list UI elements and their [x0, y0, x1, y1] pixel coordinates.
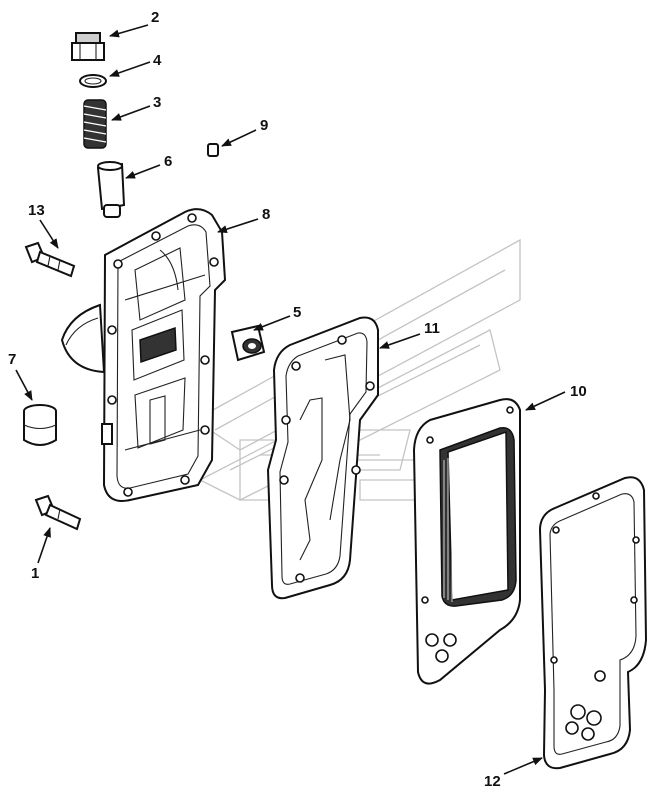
callout-1: 1 [31, 565, 39, 582]
callout-labels: 2 4 3 6 9 8 13 5 11 10 7 1 12 [8, 9, 587, 790]
part-4-seal-ring [79, 74, 107, 88]
callout-4: 4 [153, 52, 162, 69]
callout-2: 2 [151, 9, 159, 26]
part-9-pin [207, 143, 219, 157]
leader-4 [109, 61, 151, 77]
part-8-housing [60, 208, 227, 502]
part-11-gasket [266, 316, 379, 600]
part-2-plug [71, 32, 105, 61]
callout-8: 8 [262, 206, 270, 223]
part-1-bolt [34, 494, 82, 531]
leader-13 [39, 219, 59, 249]
leader-1 [37, 527, 51, 564]
part-13-bolt [24, 241, 76, 278]
leader-9 [221, 129, 257, 147]
part-7-cap [23, 404, 57, 446]
leader-6 [125, 164, 161, 179]
leader-10 [525, 391, 566, 411]
leader-5 [253, 315, 291, 331]
part-6-valve [96, 161, 126, 218]
part-10-cooler-core [412, 398, 521, 685]
callout-13: 13 [28, 202, 45, 219]
leader-11 [379, 333, 421, 349]
part-5-sleeve [230, 324, 266, 362]
leader-lines [15, 24, 566, 775]
part-3-spring [83, 99, 107, 149]
callout-11: 11 [424, 320, 440, 337]
leader-7 [15, 369, 33, 401]
leader-3 [111, 105, 151, 121]
leader-2 [109, 24, 149, 38]
callout-12: 12 [484, 773, 501, 790]
callout-3: 3 [153, 94, 161, 111]
callout-6: 6 [164, 153, 172, 170]
part-12-gasket [538, 476, 648, 770]
callout-10: 10 [570, 383, 587, 400]
leader-8 [217, 218, 259, 234]
callout-7: 7 [8, 351, 16, 368]
leader-12 [503, 757, 543, 775]
callout-5: 5 [293, 304, 301, 321]
callout-9: 9 [260, 117, 268, 134]
